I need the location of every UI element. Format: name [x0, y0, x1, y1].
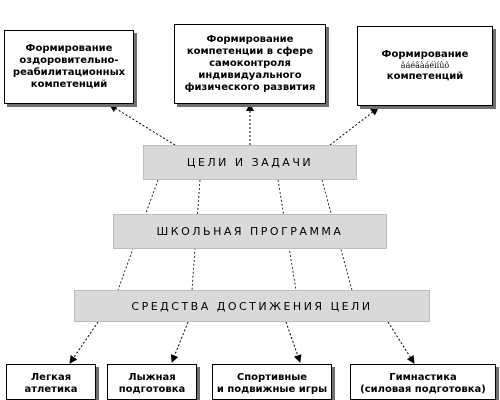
right-box-line-3: компетенций: [386, 71, 464, 82]
gymnastics-box: Гимнастика (силовая подготовка): [350, 364, 496, 400]
selfcontrol-competence-box: Формирование компетенции в сфере самокон…: [174, 24, 326, 104]
selfcontrol-box-line-4: индивидуального: [198, 70, 302, 81]
arrow-to-gymnastics-box: [387, 321, 415, 364]
athletics-line-2: атлетика: [24, 384, 78, 395]
fan-line-left: [117, 179, 159, 291]
athletics-box: Легкая атлетика: [6, 364, 96, 400]
selfcontrol-box-line-5: физического развития: [184, 82, 316, 93]
program-bar: ШКОЛЬНАЯ ПРОГРАММА: [113, 214, 387, 249]
right-box-line-2: ãáéâàáéìíûõ: [400, 61, 450, 70]
health-competence-box: Формирование оздоровительно- реабилитаци…: [4, 30, 134, 104]
selfcontrol-box-line-3: самоконтроля: [209, 58, 291, 69]
health-box-line-2: оздоровительно-: [19, 55, 119, 66]
health-box-line-3: реабилитационных: [12, 67, 126, 78]
fan-line-center-right: [277, 179, 297, 291]
arrow-to-health-box: [109, 104, 176, 146]
health-box-line-1: Формирование: [25, 43, 113, 54]
selfcontrol-box-line-1: Формирование: [206, 34, 294, 45]
goals-bar: ЦЕЛИ И ЗАДАЧИ: [143, 145, 357, 180]
games-box: Спортивные и подвижные игры: [212, 364, 332, 400]
athletics-line-1: Легкая: [30, 372, 72, 383]
arrow-to-games-box: [285, 321, 302, 363]
gymnastics-line-2: (силовая подготовка): [360, 384, 486, 395]
skiing-line-2: подготовка: [118, 384, 186, 395]
right-competence-box: Формирование ãáéâàáéìíûõ компетенций: [357, 26, 493, 106]
games-line-2: и подвижные игры: [216, 384, 328, 395]
means-bar: СРЕДСТВА ДОСТИЖЕНИЯ ЦЕЛИ: [74, 290, 430, 322]
gymnastics-line-1: Гимнастика: [389, 372, 457, 383]
skiing-line-1: Лыжная: [128, 372, 176, 383]
skiing-box: Лыжная подготовка: [107, 364, 197, 400]
arrow-to-right-box: [329, 107, 379, 146]
health-box-line-4: компетенций: [30, 79, 108, 90]
selfcontrol-box-line-2: компетенции в сфере: [186, 46, 314, 57]
arrow-to-skiing-box: [170, 321, 189, 363]
right-box-line-1: Формирование: [381, 49, 469, 60]
arrow-to-athletics-box: [69, 321, 99, 364]
games-line-1: Спортивные: [236, 372, 308, 383]
